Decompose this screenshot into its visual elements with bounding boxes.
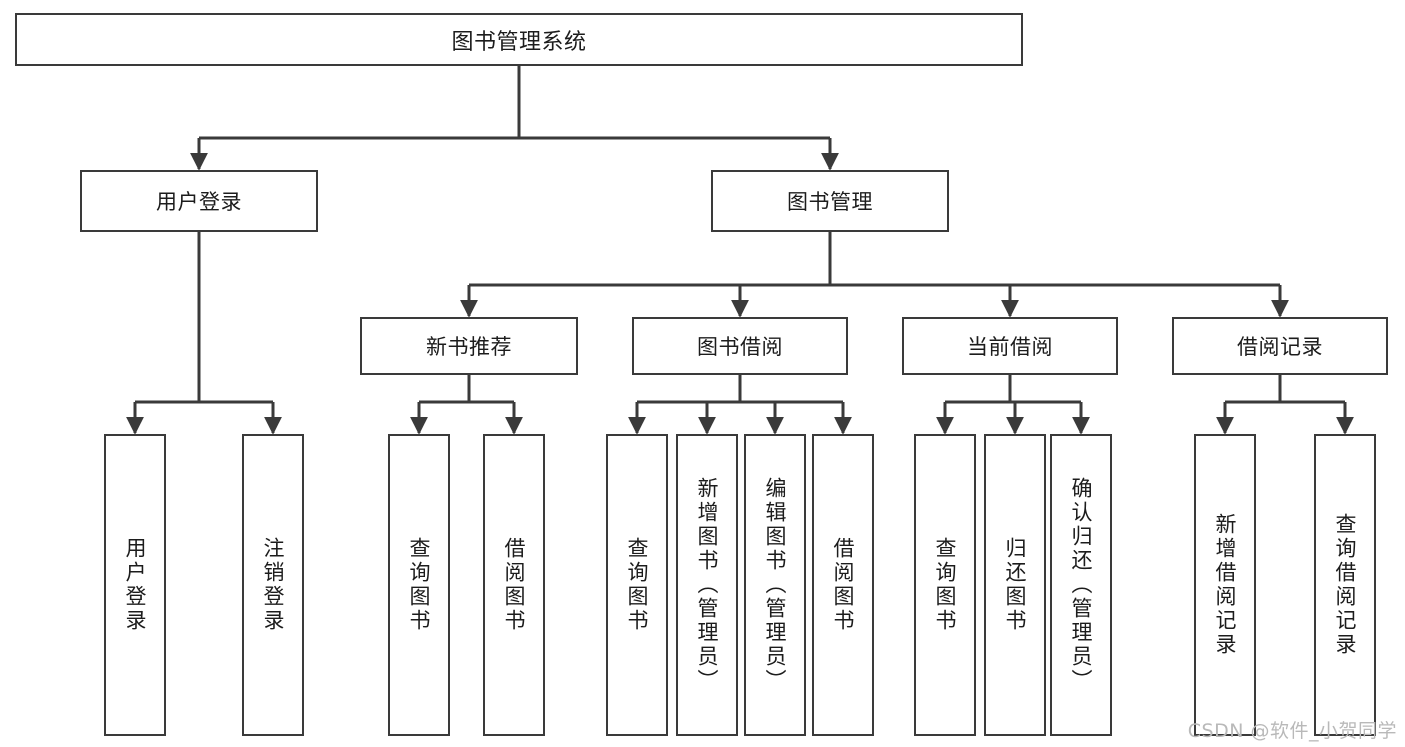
node-label: 注销登录 (261, 537, 286, 633)
node-leaf-return-book[interactable]: 归还图书 (984, 434, 1046, 736)
node-label: 图书管理系统 (451, 29, 587, 55)
node-leaf-query-record[interactable]: 查询借阅记录 (1314, 434, 1376, 736)
node-label: 编辑图书（管理员） (763, 477, 788, 693)
node-label: 归还图书 (1003, 537, 1028, 633)
node-current-borrow[interactable]: 当前借阅 (902, 317, 1118, 375)
node-book-borrow[interactable]: 图书借阅 (632, 317, 848, 375)
node-label: 借阅记录 (1237, 335, 1323, 359)
node-leaf-borrow-book-2[interactable]: 借阅图书 (812, 434, 874, 736)
watermark-text: CSDN @软件_小贺同学 (1187, 720, 1397, 742)
node-label: 图书管理 (787, 190, 873, 214)
node-label: 确认归还（管理员） (1069, 477, 1094, 693)
node-label: 当前借阅 (967, 335, 1053, 359)
node-root[interactable]: 图书管理系统 (15, 13, 1023, 66)
node-user-login[interactable]: 用户登录 (80, 170, 318, 232)
node-label: 新书推荐 (426, 335, 512, 359)
node-label: 新增借阅记录 (1213, 513, 1238, 657)
node-label: 查询图书 (933, 537, 958, 633)
node-label: 用户登录 (123, 537, 148, 633)
node-leaf-query-book-1[interactable]: 查询图书 (388, 434, 450, 736)
node-book-manage[interactable]: 图书管理 (711, 170, 949, 232)
node-leaf-borrow-book-1[interactable]: 借阅图书 (483, 434, 545, 736)
node-label: 查询图书 (407, 537, 432, 633)
node-borrow-record[interactable]: 借阅记录 (1172, 317, 1388, 375)
node-label: 查询借阅记录 (1333, 513, 1358, 657)
node-leaf-edit-book[interactable]: 编辑图书（管理员） (744, 434, 806, 736)
node-leaf-logout[interactable]: 注销登录 (242, 434, 304, 736)
node-label: 图书借阅 (697, 335, 783, 359)
node-label: 新增图书（管理员） (695, 477, 720, 693)
node-leaf-query-book-3[interactable]: 查询图书 (914, 434, 976, 736)
node-label: 用户登录 (156, 190, 242, 214)
node-label: 借阅图书 (831, 537, 856, 633)
node-new-book-recommend[interactable]: 新书推荐 (360, 317, 578, 375)
node-leaf-user-login[interactable]: 用户登录 (104, 434, 166, 736)
node-label: 查询图书 (625, 537, 650, 633)
node-label: 借阅图书 (502, 537, 527, 633)
node-leaf-confirm-return[interactable]: 确认归还（管理员） (1050, 434, 1112, 736)
node-leaf-query-book-2[interactable]: 查询图书 (606, 434, 668, 736)
node-leaf-add-record[interactable]: 新增借阅记录 (1194, 434, 1256, 736)
node-leaf-add-book[interactable]: 新增图书（管理员） (676, 434, 738, 736)
